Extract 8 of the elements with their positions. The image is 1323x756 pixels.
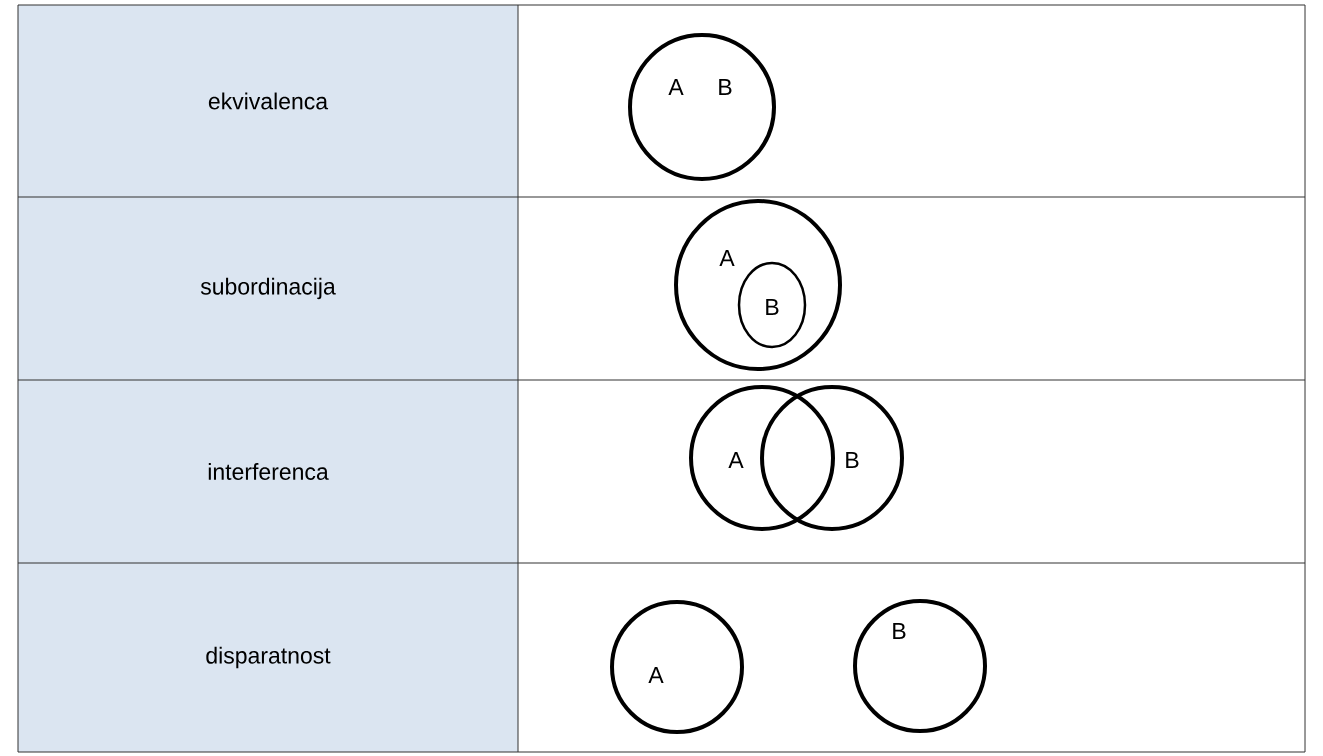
table-cell: subordinacija (18, 197, 518, 380)
node-label: interferenca (208, 463, 329, 480)
table-cell: ekvivalenca (18, 5, 518, 197)
table-cell: interferenca (18, 380, 518, 563)
node-label: subordinacija (200, 277, 336, 300)
node-label: ekvivalenca (208, 92, 329, 110)
table-cell: disparatnost (18, 563, 518, 752)
node-label: disparatnost (206, 646, 331, 669)
